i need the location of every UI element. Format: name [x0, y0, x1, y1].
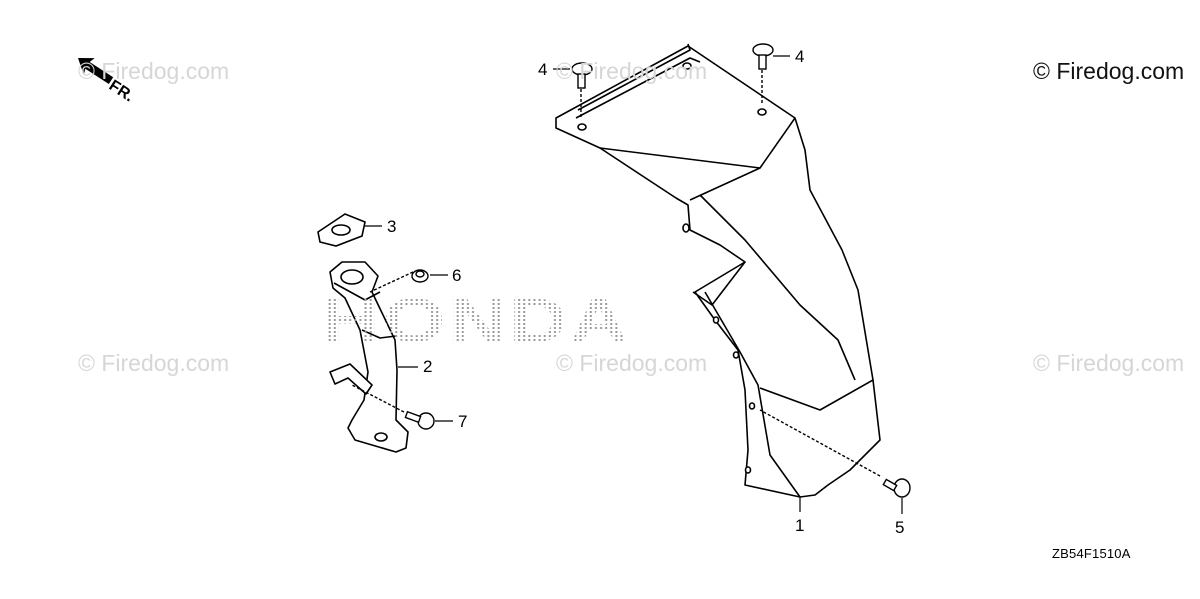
callout-4-right: 4	[795, 47, 805, 66]
callout-1: 1	[795, 516, 805, 535]
watermark-text: © Firedog.com	[556, 58, 708, 84]
watermark-text: © Firedog.com	[78, 58, 230, 84]
copyright-text: © Firedog.com	[1033, 58, 1185, 84]
callout-leaders	[365, 55, 903, 514]
callout-5: 5	[895, 518, 905, 537]
part-4-screw-right	[752, 43, 774, 105]
part-7-bolt	[351, 384, 435, 430]
part-4-screw-left	[571, 62, 593, 118]
callout-3: 3	[387, 217, 397, 236]
part-3-gasket	[317, 213, 366, 247]
callout-4-left: 4	[538, 60, 548, 79]
front-arrow-icon	[78, 58, 114, 84]
part-5-bolt	[759, 409, 911, 498]
callout-6: 6	[452, 266, 462, 285]
part-6-nut	[369, 269, 429, 293]
callout-2: 2	[423, 357, 433, 376]
callout-7: 7	[458, 412, 468, 431]
diagram-code: ZB54F1510A	[1052, 546, 1131, 561]
watermark-text: © Firedog.com	[1033, 350, 1185, 376]
part-1-cover	[555, 43, 881, 498]
brand-watermark: HONDA	[322, 286, 631, 356]
watermark-text: © Firedog.com	[78, 350, 230, 376]
watermark-text: © Firedog.com	[556, 350, 708, 376]
